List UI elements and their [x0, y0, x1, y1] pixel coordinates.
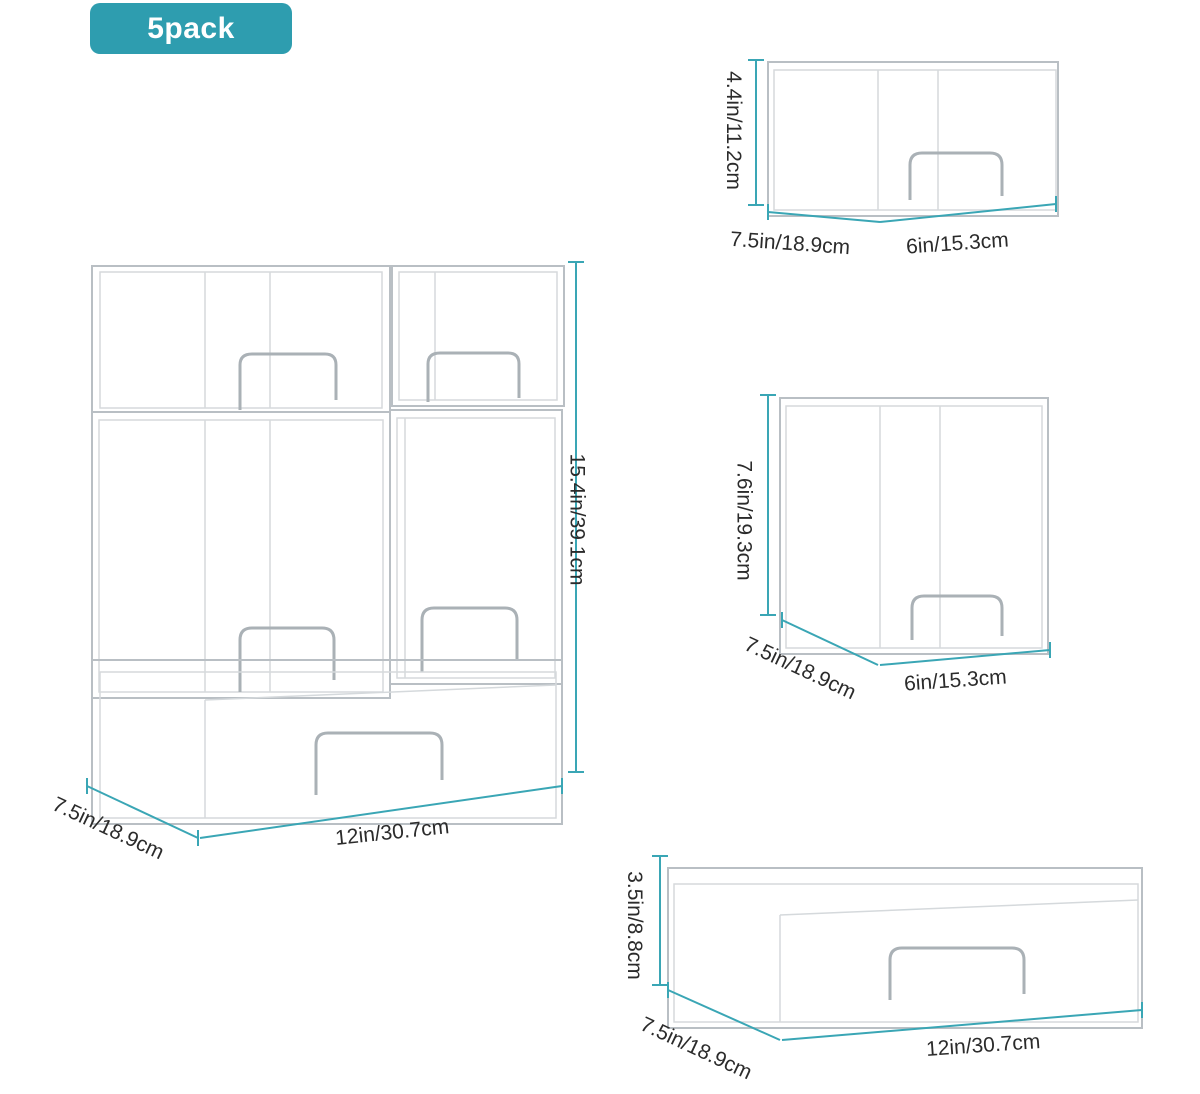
wide-drawer: [652, 855, 1143, 1041]
stack-drawer-bottom-wide: [91, 659, 563, 825]
stack-drawer-middle-right: [389, 409, 563, 685]
stack-depth-line: [86, 785, 199, 839]
stack-drawer-top-right: [391, 265, 565, 407]
wide-drawer-height-label: 3.5in/8.8cm: [622, 871, 646, 980]
pack-count-badge: 5pack: [90, 3, 292, 54]
stack-drawer-middle-left: [91, 411, 391, 699]
tall-drawer: [760, 394, 1051, 666]
stack-drawer-top-left: [91, 265, 391, 413]
stacked-drawer-set: [86, 261, 584, 846]
small-drawer-height-label: 4.4in/11.2cm: [721, 71, 745, 190]
stack-width-line: [199, 785, 563, 839]
tall-drawer-height-label: 7.6in/19.3cm: [732, 460, 756, 581]
stack-height-label: 15.4in/39.1cm: [565, 453, 589, 586]
small-drawer: [748, 59, 1059, 223]
